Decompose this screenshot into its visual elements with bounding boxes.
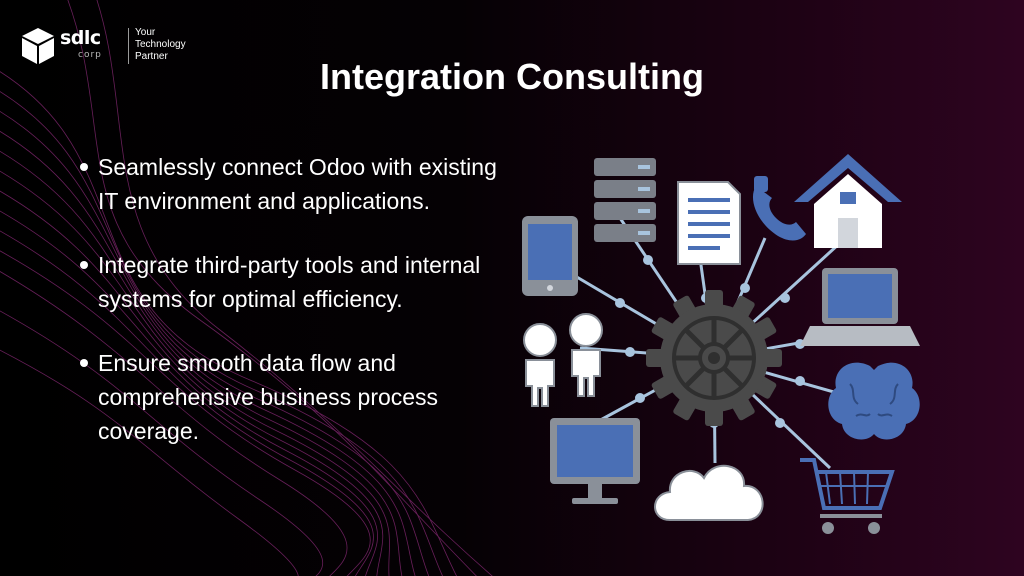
brand-sub: corp [78, 50, 102, 60]
shopping-cart-icon [800, 458, 895, 534]
document-icon [677, 181, 741, 265]
brand-name: sdlc [60, 27, 101, 49]
phone-icon [752, 176, 806, 241]
gear-icon [646, 290, 782, 426]
laptop-icon [800, 268, 920, 346]
tablet-icon [522, 216, 578, 296]
people-icon [523, 313, 603, 407]
bullet-item: Seamlessly connect Odoo with existing IT… [78, 150, 508, 218]
integration-illustration [522, 154, 920, 534]
cloud-icon [654, 464, 764, 521]
server-icon [594, 158, 656, 242]
brand-tagline: Your Technology Partner [135, 27, 205, 63]
bullet-item: Integrate third-party tools and internal… [78, 248, 508, 316]
cube-logo-icon [22, 28, 54, 64]
bullet-list: Seamlessly connect Odoo with existing IT… [78, 150, 508, 478]
logo-divider [128, 28, 129, 64]
bullet-dot-icon [80, 261, 88, 269]
tagline-line: Technology [135, 39, 186, 50]
bullet-text: Seamlessly connect Odoo with existing IT… [98, 154, 497, 214]
bullet-item: Ensure smooth data flow and comprehensiv… [78, 346, 508, 448]
bullet-text: Integrate third-party tools and internal… [98, 252, 481, 312]
page-title: Integration Consulting [320, 56, 704, 97]
monitor-icon [550, 418, 640, 504]
house-icon [794, 154, 902, 248]
brand-logo[interactable]: sdlc corp Your Technology Partner [20, 26, 190, 68]
brain-icon [828, 362, 920, 440]
bullet-dot-icon [80, 359, 88, 367]
tagline-line: Partner [135, 51, 168, 62]
bullet-text: Ensure smooth data flow and comprehensiv… [98, 350, 439, 444]
bullet-dot-icon [80, 163, 88, 171]
tagline-line: Your [135, 27, 156, 38]
